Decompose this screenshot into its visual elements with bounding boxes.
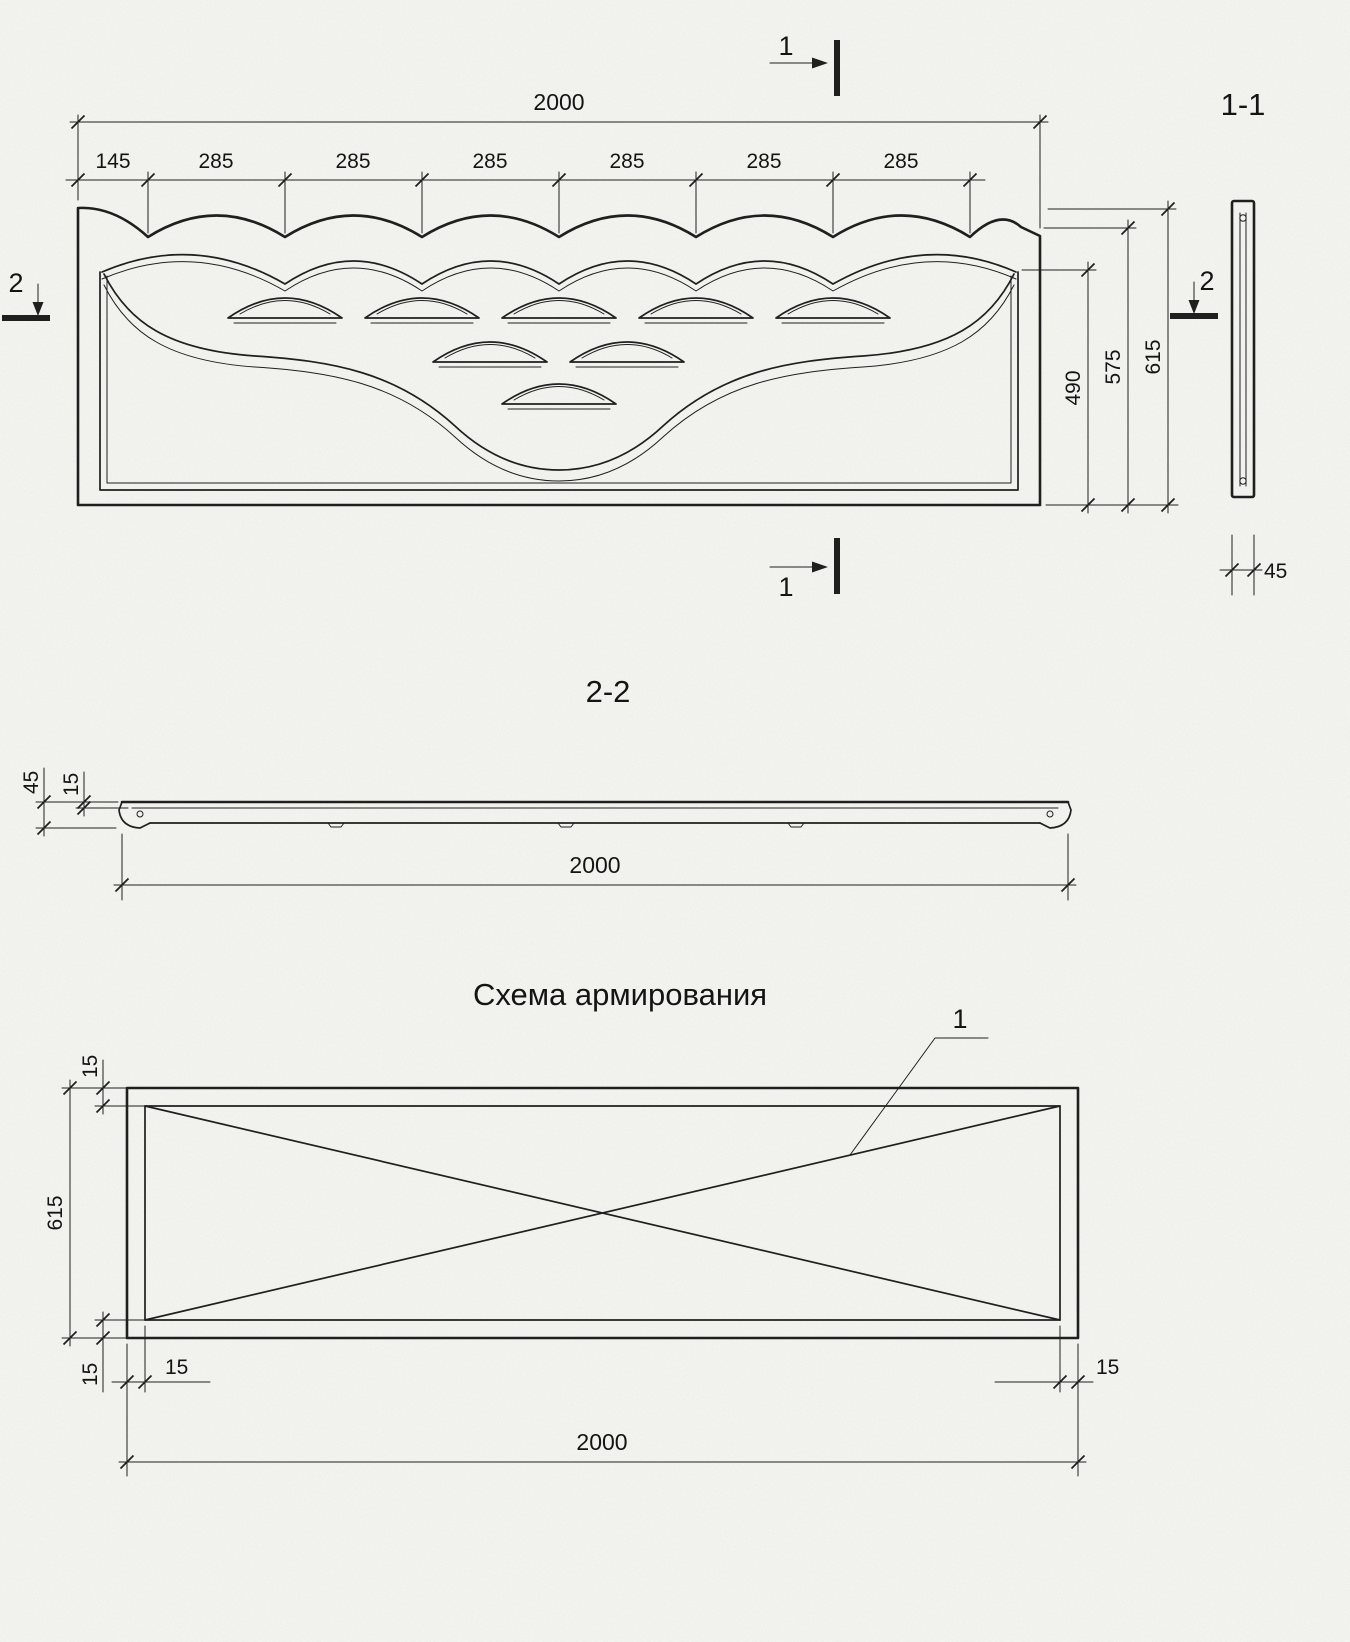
section-mark-2-label: 2	[1199, 266, 1214, 296]
dim-section-2-2-total-label: 45	[20, 771, 43, 794]
section-1-1-profile	[1230, 199, 1256, 499]
panel-elevation: 2000 145 285 285 285 285 285 285	[2, 31, 1218, 602]
dim-heights: 490 575 615	[1021, 200, 1179, 514]
section-mark-1-bottom: 1	[769, 538, 840, 602]
dim-section-1-1-thickness: 45	[1219, 534, 1287, 596]
section-mark-2-label: 2	[8, 268, 23, 298]
section-2-2: 2-2 45 15	[20, 674, 1077, 901]
dim-segment-label: 285	[609, 150, 644, 173]
dim-overall-width: 2000	[69, 89, 1049, 229]
dim-section-2-2-length: 2000	[113, 833, 1077, 901]
section-mark-1-top: 1	[769, 31, 840, 96]
dim-reinforcement-bottom: 15 15 2000	[111, 1325, 1119, 1477]
dim-segment-label: 145	[95, 150, 130, 173]
reinforcement-scheme: Схема армирования 1 615 15 15	[44, 977, 1119, 1477]
dim-height-overall-label: 615	[1142, 339, 1165, 374]
dim-section-2-2-length-label: 2000	[569, 852, 620, 878]
dim-reinforcement-cover-bottom-label: 15	[79, 1363, 102, 1386]
section-mark-1-label: 1	[778, 31, 793, 61]
reinforcement-callout: 1	[849, 1004, 989, 1156]
reinforcement-callout-label: 1	[952, 1004, 967, 1034]
section-mark-2-left: 2	[2, 268, 50, 321]
dim-reinforcement-cover-right-label: 15	[1096, 1356, 1119, 1379]
dim-reinforcement-cover-top-label: 15	[79, 1055, 102, 1078]
reinforcement-outline	[125, 1086, 1080, 1340]
section-mark-1-label: 1	[778, 572, 793, 602]
dim-reinforcement-cover-left-label: 15	[165, 1356, 188, 1379]
section-2-2-title: 2-2	[586, 674, 631, 709]
dim-height-middle-label: 575	[1102, 349, 1125, 384]
panel-ornament	[99, 253, 1019, 491]
dim-reinforcement-height-label: 615	[44, 1195, 67, 1230]
dim-section-2-2-thickness: 45 15	[20, 767, 129, 837]
dim-segment-label: 285	[198, 150, 233, 173]
reinforcement-title: Схема армирования	[473, 977, 767, 1012]
panel-outline	[76, 206, 1042, 507]
dim-section-1-1-thickness-label: 45	[1264, 560, 1287, 583]
dim-reinforcement-left: 615 15 15	[44, 1055, 146, 1393]
dim-segments: 145 285 285 285 285 285 285	[65, 150, 986, 234]
section-2-2-profile	[118, 800, 1072, 829]
section-mark-2-right: 2	[1170, 266, 1218, 319]
dim-segment-label: 285	[472, 150, 507, 173]
dim-section-2-2-slab-label: 15	[60, 773, 83, 796]
dim-segment-label: 285	[883, 150, 918, 173]
section-1-1-title: 1-1	[1221, 87, 1266, 122]
section-1-1: 1-1 45	[1219, 87, 1287, 596]
dim-segment-label: 285	[746, 150, 781, 173]
dim-height-inner-label: 490	[1062, 370, 1085, 405]
dim-reinforcement-length-label: 2000	[576, 1429, 627, 1455]
dim-overall-width-label: 2000	[533, 89, 584, 115]
dim-segment-label: 285	[335, 150, 370, 173]
